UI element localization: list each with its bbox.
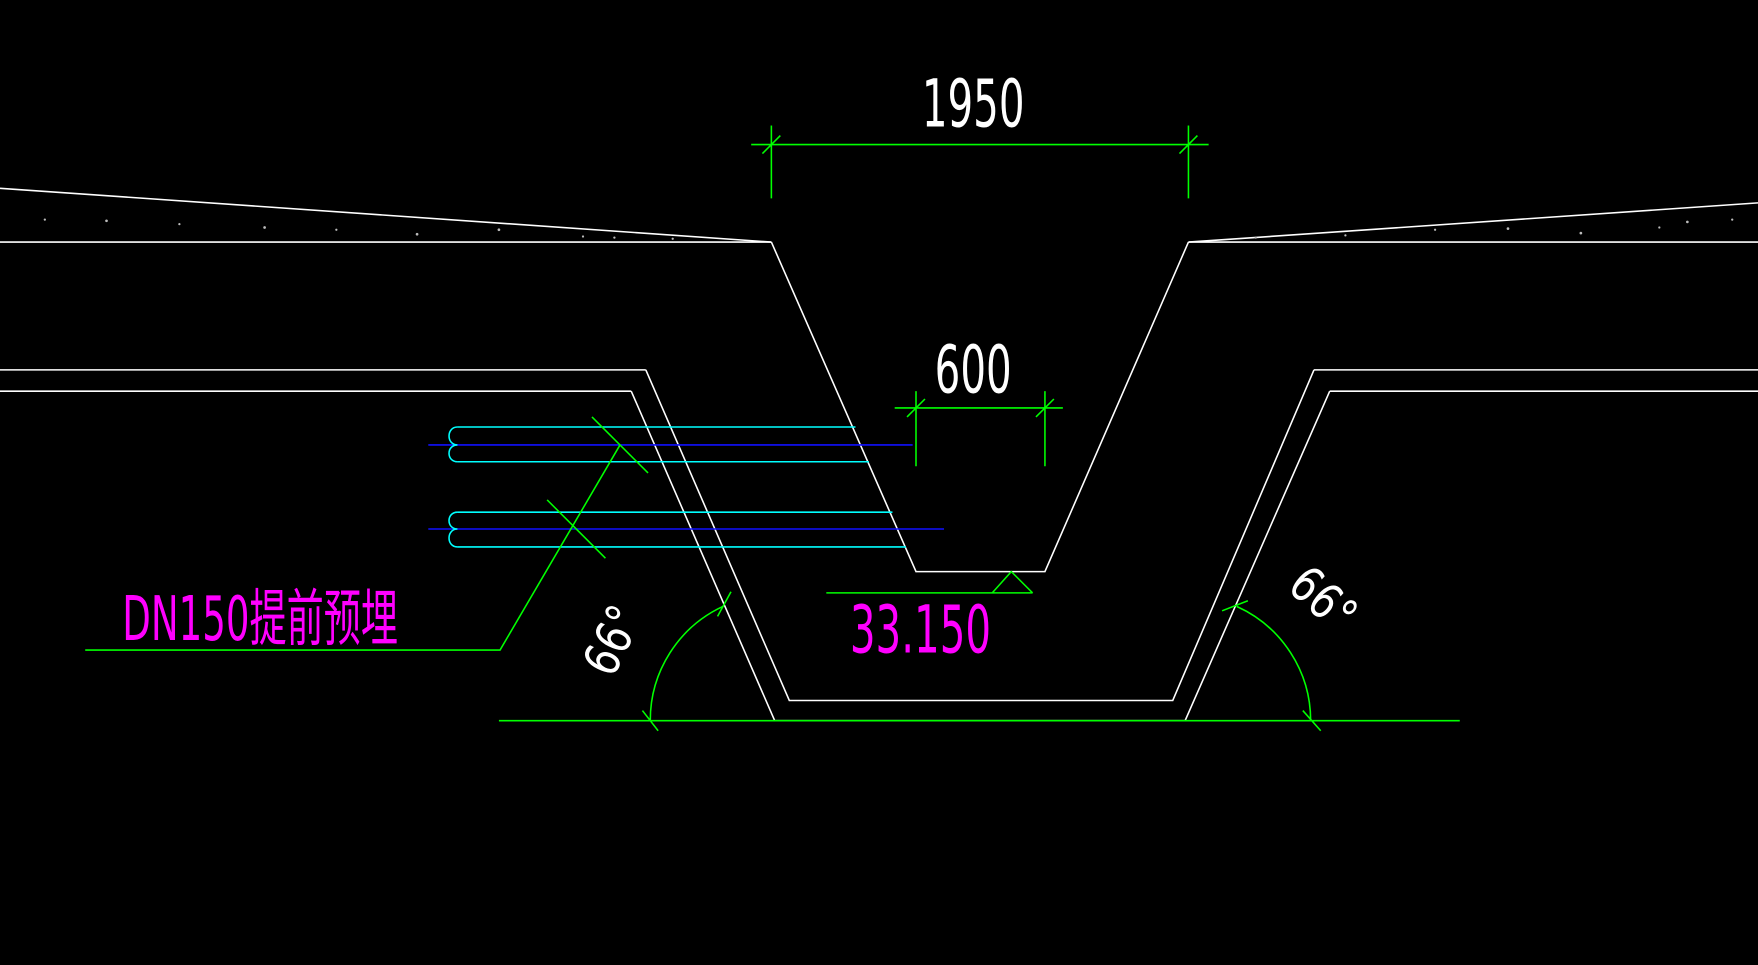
upper-slab-right-top: [1188, 202, 1758, 243]
lower-pit-outer: [630, 390, 1331, 722]
left-angle-arc: [649, 605, 724, 721]
annotation-leader: [85, 444, 621, 651]
upper-pit-outline: [770, 241, 1190, 573]
leader-tick-upper: [591, 416, 649, 474]
dimension-lines: [85, 125, 1460, 732]
elevation-label: 33.150: [850, 591, 991, 668]
concrete-hatch: [43, 218, 1734, 240]
dim-1950-tick-right: [1178, 135, 1198, 155]
lower-pit-inner: [645, 369, 1315, 702]
left-angle-tick-top: [716, 591, 732, 617]
dim-600-tick-right: [1035, 398, 1055, 418]
dim-1950-tick-left: [761, 135, 781, 155]
dim-600-label: 600: [935, 331, 1012, 408]
left-angle-label: 66°: [572, 597, 654, 685]
right-angle-tick-bottom: [1302, 710, 1322, 732]
pipe-upper: [428, 426, 913, 463]
right-angle-tick-top: [1221, 600, 1249, 612]
right-angle-label: 66°: [1278, 555, 1368, 644]
pipe-lower: [428, 511, 945, 548]
elevation-triangle: [991, 570, 1034, 594]
dn150-annotation: DN150提前预埋: [122, 584, 398, 656]
upper-slab-left-top: [0, 187, 772, 243]
dim-1950-label: 1950: [922, 65, 1025, 142]
structure-outline: [0, 187, 1758, 722]
leader-tick-lower: [546, 499, 606, 559]
right-angle-arc: [1236, 605, 1312, 721]
dim-600-tick-left: [906, 398, 926, 418]
left-angle-tick-bottom: [641, 710, 659, 732]
